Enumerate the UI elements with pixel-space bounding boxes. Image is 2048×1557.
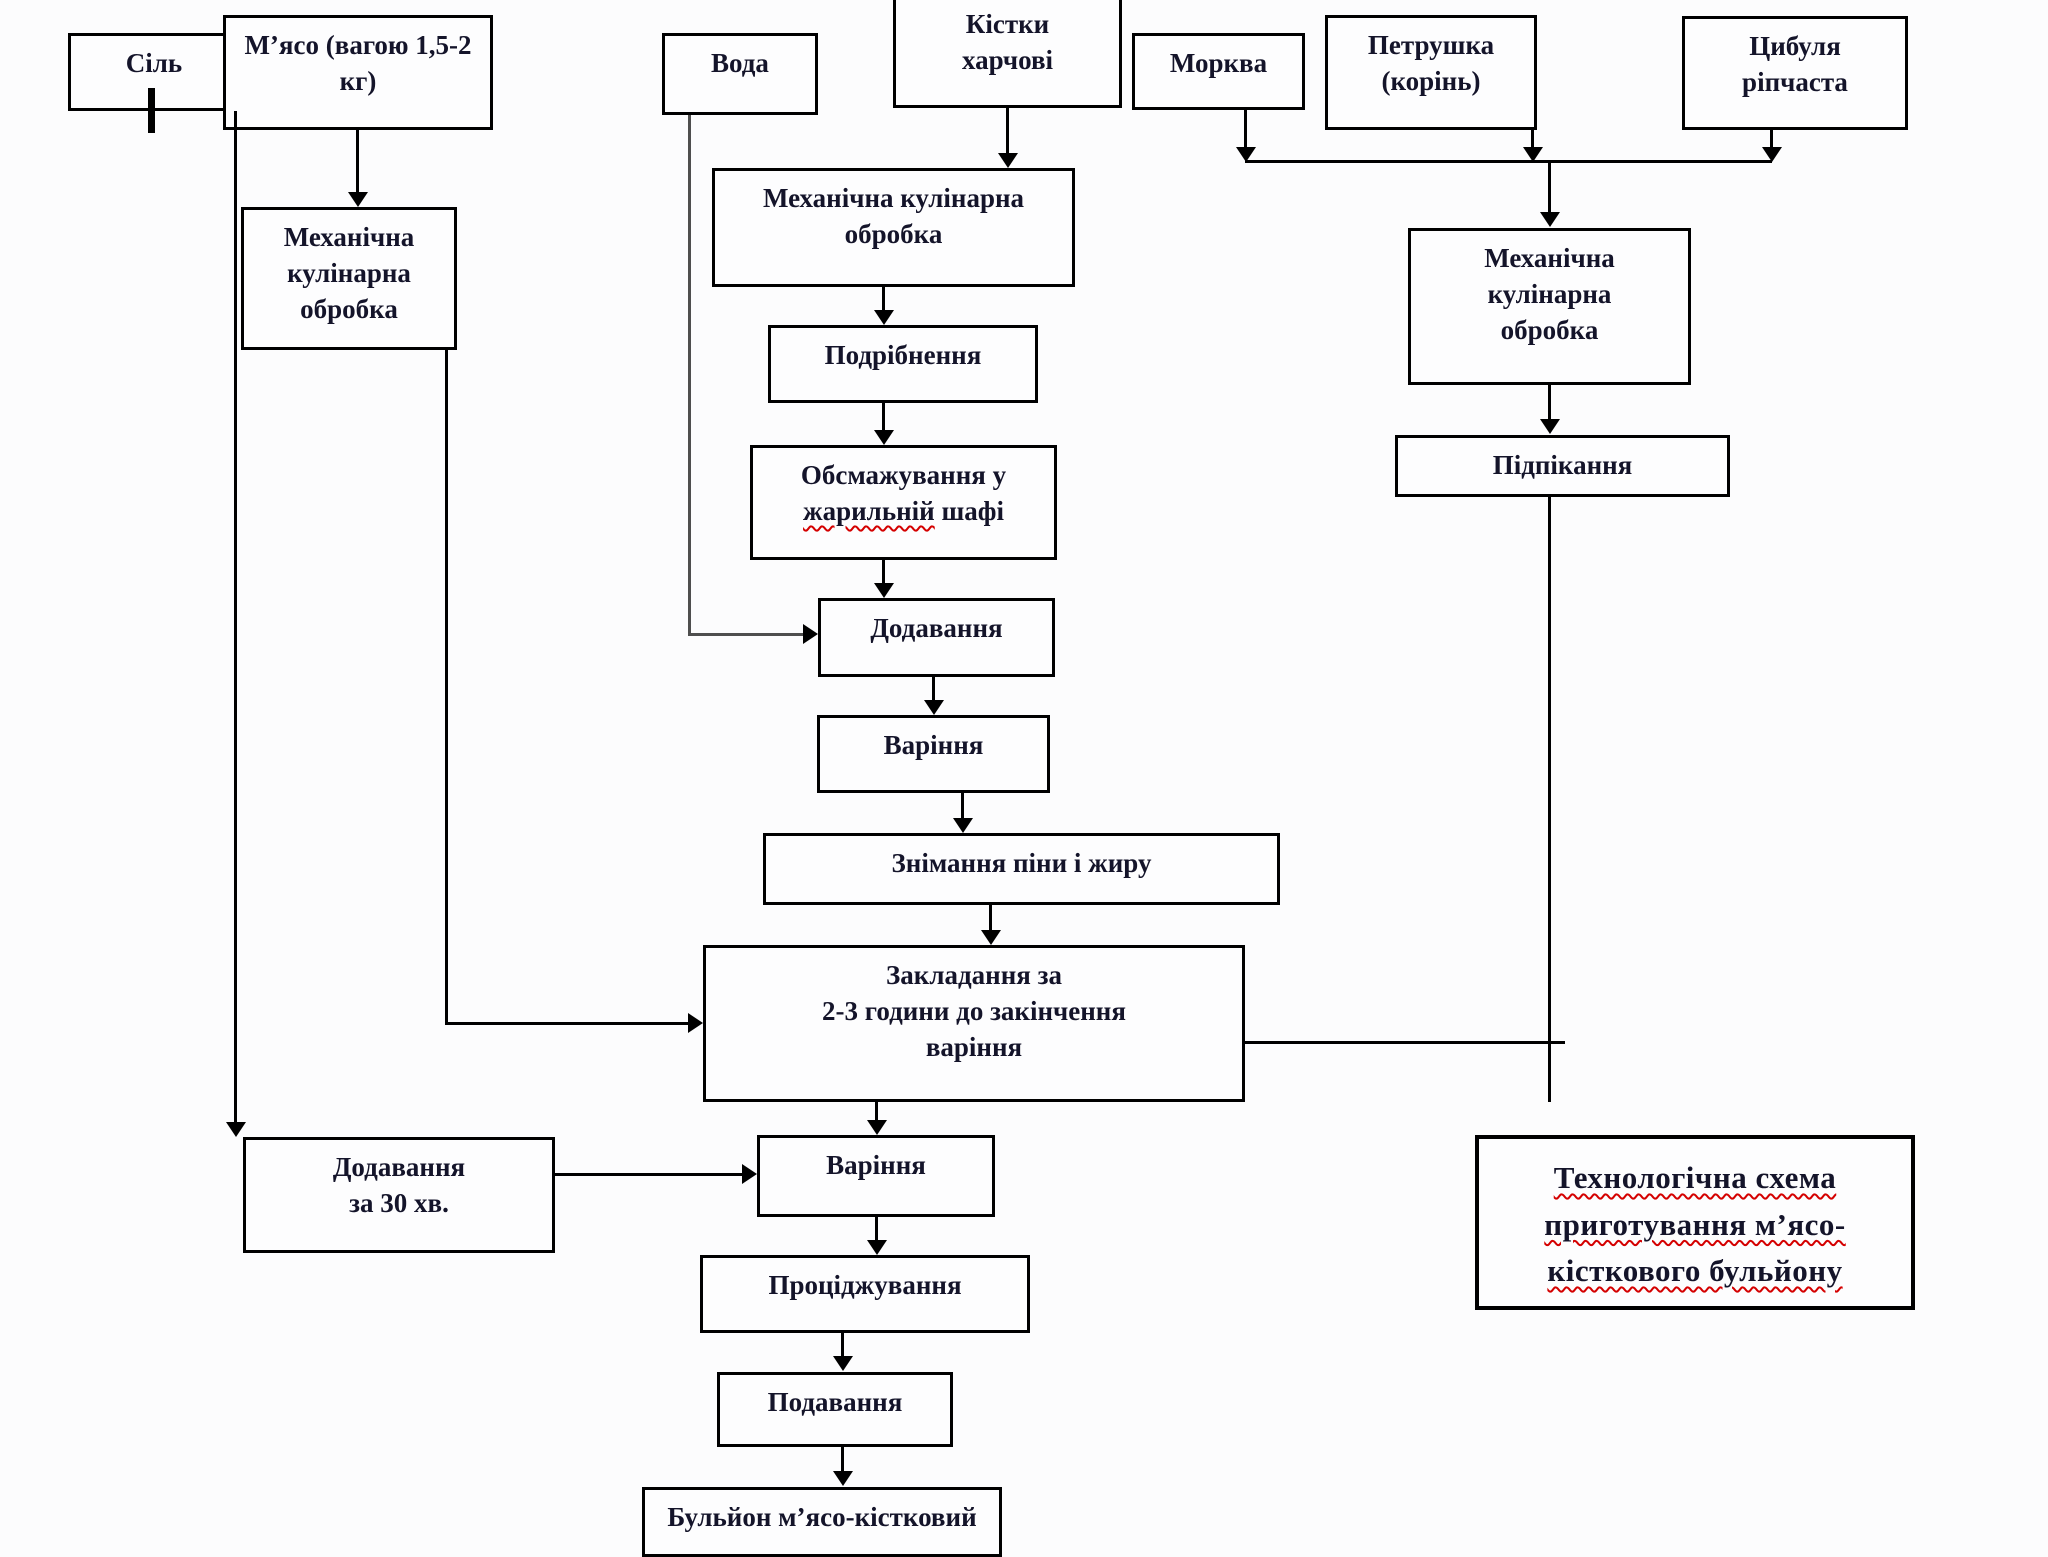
arrowhead-to-loading <box>981 930 1001 945</box>
connector-bonesmech-down <box>882 287 885 312</box>
node-onion: Цибуля ріпчаста <box>1682 16 1908 130</box>
arrowhead-meat-to-mech <box>348 192 368 207</box>
connector-meat-down <box>356 130 359 193</box>
misspelled-word: жарильній <box>803 496 935 527</box>
node-loading-vegetables: Закладання за 2-3 години до закінчення в… <box>703 945 1245 1102</box>
node-parsley: Петрушка (корінь) <box>1325 15 1537 130</box>
connector-onion-down <box>1770 130 1773 149</box>
arrowhead-to-vegmech <box>1540 212 1560 227</box>
connector-serving-down <box>841 1447 844 1472</box>
salt-tick-mark <box>148 88 155 133</box>
node-carrot: Морква <box>1132 33 1305 110</box>
connector-parsley-down <box>1531 130 1534 149</box>
connector-meatmech-down <box>445 350 448 1025</box>
node-boiling-2: Варіння <box>757 1135 995 1217</box>
arrowhead-meat-to-loading <box>688 1013 703 1033</box>
connector-veg-rail <box>1245 160 1772 163</box>
arrowhead-to-boiling2 <box>867 1120 887 1135</box>
connector-addsalt-right <box>555 1173 744 1176</box>
diagram-title-box: Технологічна схема приготування м’ясо- к… <box>1475 1135 1915 1310</box>
connector-baking-down <box>1548 497 1551 1102</box>
node-boiling-1: Варіння <box>817 715 1050 793</box>
connector-skimming-down <box>989 905 992 931</box>
node-adding-salt-30min: Додавання за 30 хв. <box>243 1137 555 1253</box>
node-serving: Подавання <box>717 1372 953 1447</box>
connector-meatmech-right <box>445 1022 690 1025</box>
node-roasting-in-oven: Обсмажування у жарильній шафі <box>750 445 1057 560</box>
node-bones: Кістки харчові <box>893 0 1122 108</box>
arrowhead-to-roasting <box>874 430 894 445</box>
connector-straining-down <box>841 1333 844 1357</box>
connector-loading-down <box>875 1102 878 1121</box>
arrowhead-parsley-to-rail <box>1523 147 1543 162</box>
arrowhead-salt-to-addsalt <box>226 1122 246 1137</box>
connector-vegmech-down <box>1548 385 1551 421</box>
arrowhead-to-adding <box>874 583 894 598</box>
arrowhead-to-baking <box>1540 419 1560 434</box>
connector-carrot-down <box>1244 110 1247 149</box>
connector-salt-down <box>234 111 237 1124</box>
node-water-label: Вода <box>711 48 769 78</box>
arrowhead-bones-to-mech <box>998 153 1018 168</box>
node-bones-mechanical-processing: Механічна кулінарна обробка <box>712 168 1075 287</box>
node-meat-mechanical-processing: Механічна кулінарна обробка <box>241 207 457 350</box>
connector-rail-down <box>1548 163 1551 213</box>
connector-loading-right <box>1245 1041 1565 1044</box>
diagram-title-line2: приготування м’ясо- <box>1544 1206 1846 1242</box>
arrowhead-onion-to-rail <box>1762 147 1782 162</box>
arrowhead-addsalt-to-boiling2 <box>742 1164 757 1184</box>
node-broth-result: Бульйон м’ясо-кістковий <box>642 1487 1002 1557</box>
arrowhead-carrot-to-rail <box>1236 147 1256 162</box>
node-meat: М’ясо (вагою 1,5-2 кг) <box>223 15 493 130</box>
connector-water-down <box>688 115 691 636</box>
node-baking: Підпікання <box>1395 435 1730 497</box>
connector-grinding-down <box>882 403 885 430</box>
node-grinding: Подрібнення <box>768 325 1038 403</box>
connector-boiling1-down <box>961 793 964 819</box>
node-adding-water: Додавання <box>818 598 1055 677</box>
arrowhead-to-skimming <box>953 818 973 833</box>
arrowhead-water-to-adding <box>803 624 818 644</box>
node-meat-line2: кг) <box>339 66 377 97</box>
node-straining: Проціджування <box>700 1255 1030 1333</box>
arrowhead-to-grinding <box>874 310 894 325</box>
connector-adding-down <box>932 677 935 701</box>
connector-roasting-down <box>882 560 885 584</box>
arrowhead-to-broth <box>833 1471 853 1486</box>
arrowhead-to-boiling1 <box>924 700 944 715</box>
node-skimming-foam-fat: Знімання піни і жиру <box>763 833 1280 905</box>
diagram-title-line3: кісткового бульйону <box>1547 1253 1843 1288</box>
node-meat-line1: М’ясо (вагою 1,5-2 <box>244 30 472 60</box>
node-water: Вода <box>662 33 818 115</box>
arrowhead-to-straining <box>867 1240 887 1255</box>
connector-water-right <box>688 633 805 636</box>
node-salt-label: Сіль <box>125 48 183 78</box>
connector-boiling2-down <box>875 1217 878 1240</box>
node-veg-mechanical-processing: Механічна кулінарна обробка <box>1408 228 1691 385</box>
connector-bones-down <box>1006 108 1009 155</box>
arrowhead-to-serving <box>833 1356 853 1371</box>
diagram-title-line1: Технологічна схема <box>1553 1160 1837 1195</box>
